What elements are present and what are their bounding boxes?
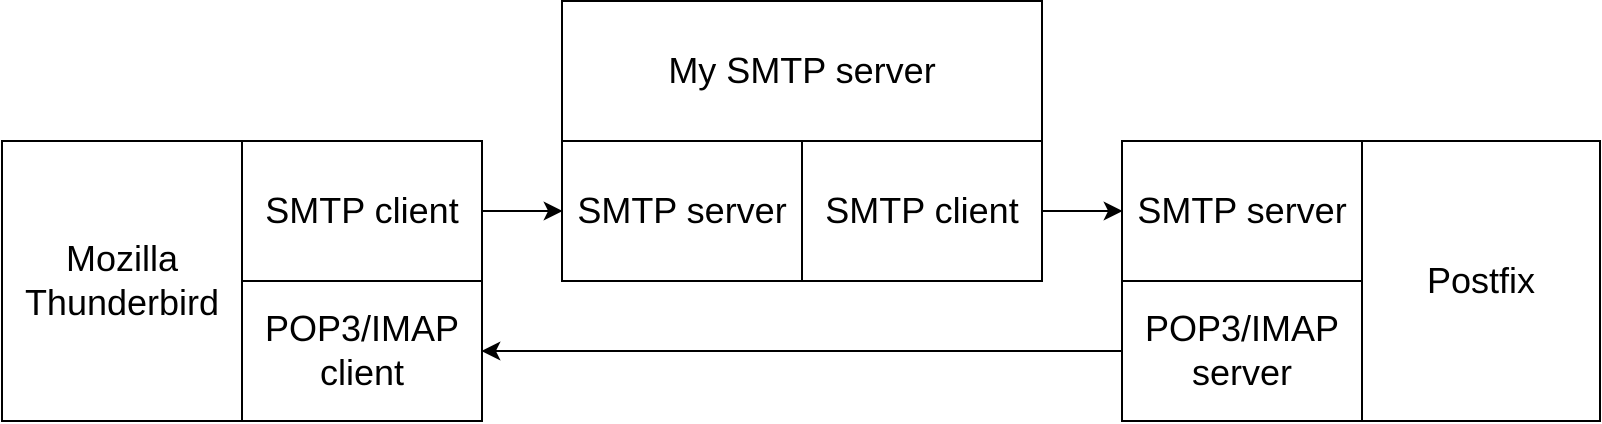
arrowhead-right-icon xyxy=(1103,201,1123,221)
thunderbird-smtp-client-box: SMTP client xyxy=(241,140,483,282)
my-smtp-server-title-box: My SMTP server xyxy=(561,0,1043,142)
postfix-smtp-server-box: SMTP server xyxy=(1121,140,1363,282)
arrowhead-left-icon xyxy=(481,341,501,361)
my-smtp-server-smtp-client-box: SMTP client xyxy=(801,140,1043,282)
arrowhead-right-icon xyxy=(543,201,563,221)
thunderbird-box: Mozilla Thunderbird xyxy=(1,140,243,422)
thunderbird-pop3-imap-client-box: POP3/IMAP client xyxy=(241,280,483,422)
my-smtp-server-smtp-server-box: SMTP server xyxy=(561,140,803,282)
postfix-pop3-imap-server-box: POP3/IMAP server xyxy=(1121,280,1363,422)
postfix-box: Postfix xyxy=(1361,140,1601,422)
